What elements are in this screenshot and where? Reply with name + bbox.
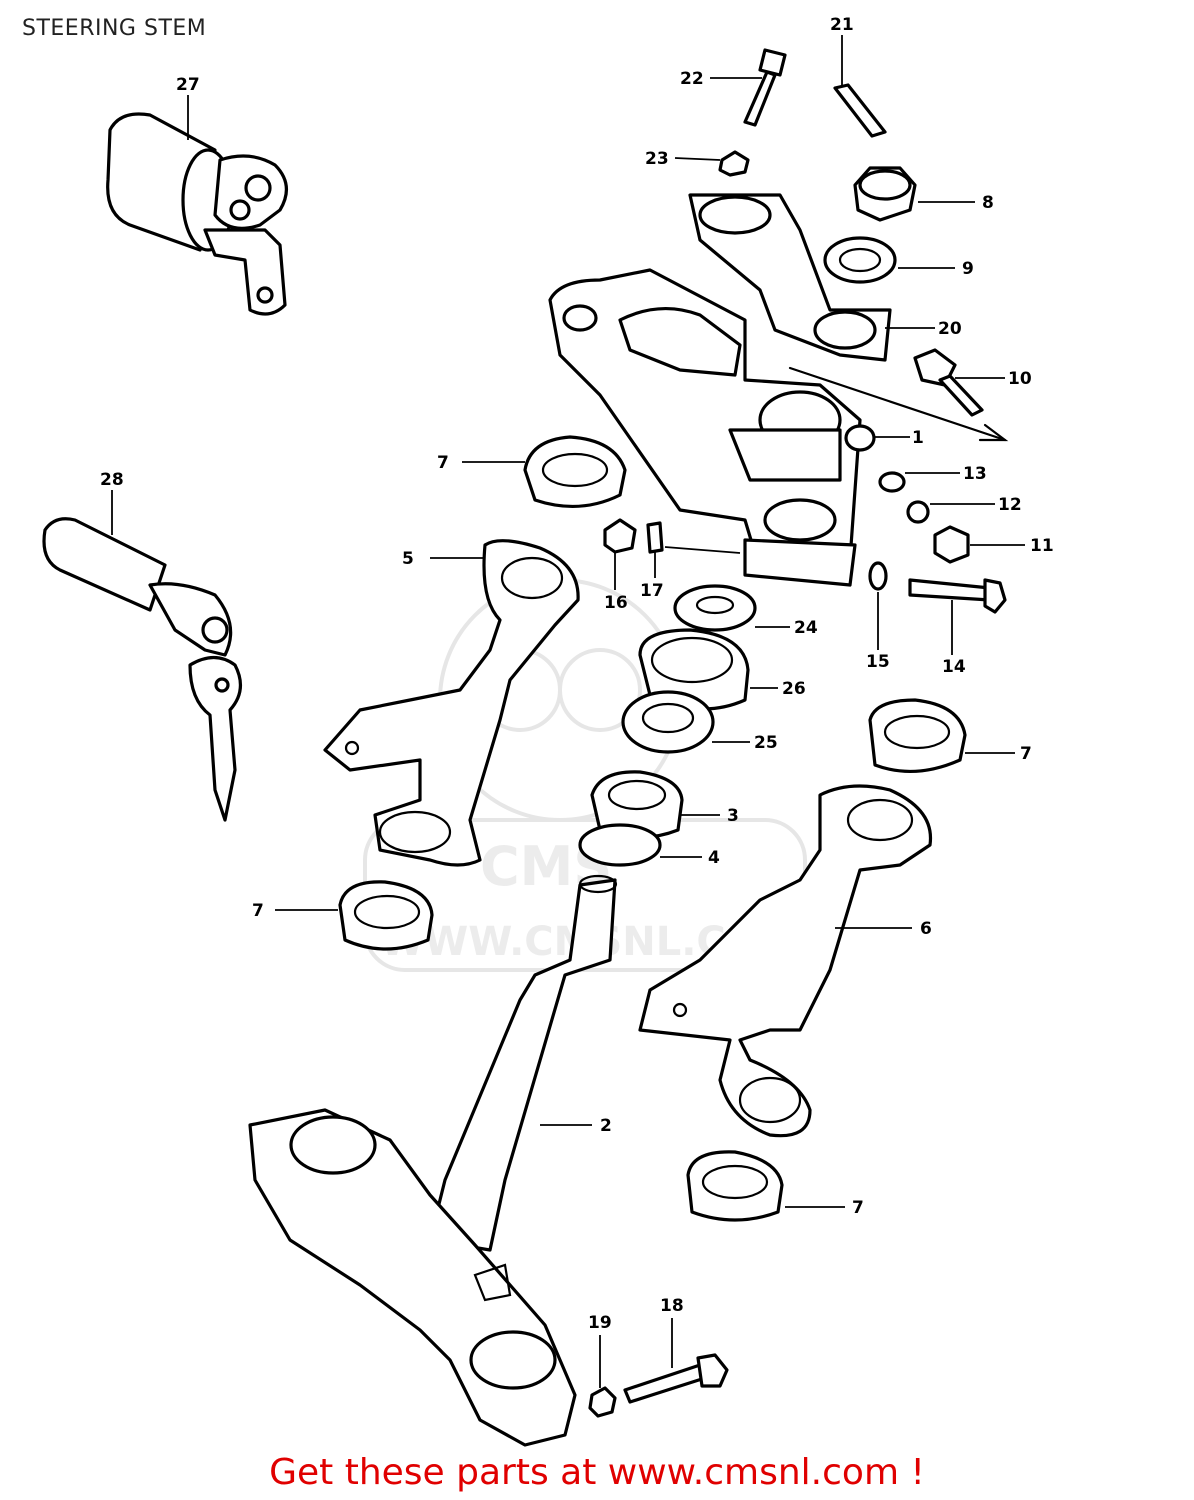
callout-11: 11 bbox=[1030, 536, 1054, 556]
cap-nut-11 bbox=[933, 525, 970, 564]
upper-bracket-1 bbox=[548, 268, 876, 587]
callout-16: 16 bbox=[604, 593, 628, 613]
callout-12: 12 bbox=[998, 495, 1022, 515]
washer-9 bbox=[823, 236, 897, 284]
bracket-5 bbox=[323, 539, 580, 867]
callout-2: 2 bbox=[600, 1116, 612, 1136]
nut-8 bbox=[853, 166, 917, 222]
grommet-7d bbox=[686, 1150, 784, 1222]
callout-7-left: 7 bbox=[252, 901, 264, 921]
callout-27: 27 bbox=[176, 75, 200, 95]
nut-24 bbox=[673, 584, 757, 632]
grommet-7c bbox=[338, 880, 434, 951]
callout-17: 17 bbox=[640, 581, 664, 601]
lock-set-28 bbox=[42, 517, 242, 822]
callout-1: 1 bbox=[912, 428, 924, 448]
cap-16 bbox=[603, 518, 637, 554]
ignition-lock-27 bbox=[106, 112, 288, 316]
nut-23 bbox=[718, 150, 750, 177]
callout-23: 23 bbox=[645, 149, 669, 169]
callout-18: 18 bbox=[660, 1296, 684, 1316]
leader-lines bbox=[111, 35, 1025, 1388]
seal-25 bbox=[621, 690, 715, 754]
callout-13: 13 bbox=[963, 464, 987, 484]
callout-21: 21 bbox=[830, 15, 854, 35]
race-4 bbox=[578, 823, 662, 867]
callout-15: 15 bbox=[866, 652, 890, 672]
plate-21 bbox=[833, 83, 887, 138]
callout-24: 24 bbox=[794, 618, 818, 638]
page-title: STEERING STEM bbox=[22, 16, 207, 41]
bolt-18 bbox=[623, 1353, 729, 1404]
footer-link-text: Get these parts at www.cmsnl.com ! bbox=[269, 1452, 925, 1493]
callout-4: 4 bbox=[708, 848, 720, 868]
callout-25: 25 bbox=[754, 733, 778, 753]
callout-28: 28 bbox=[100, 470, 124, 490]
grommet-7a bbox=[523, 435, 627, 508]
washer-15 bbox=[868, 561, 888, 591]
callout-3: 3 bbox=[727, 806, 739, 826]
washer-19 bbox=[588, 1386, 617, 1418]
callout-5: 5 bbox=[402, 549, 414, 569]
bracket-6 bbox=[638, 784, 933, 1138]
bolt-14 bbox=[908, 578, 1007, 614]
callout-10: 10 bbox=[1008, 369, 1032, 389]
callout-14: 14 bbox=[942, 657, 966, 677]
callout-20: 20 bbox=[938, 319, 962, 339]
washer-13 bbox=[878, 471, 906, 493]
grommet-7b bbox=[868, 698, 967, 773]
bolt-10 bbox=[913, 348, 984, 417]
axis-arrow bbox=[978, 423, 1009, 442]
callout-7-bottom: 7 bbox=[852, 1198, 864, 1218]
callout-26: 26 bbox=[782, 679, 806, 699]
callout-22: 22 bbox=[680, 69, 704, 89]
callout-7-right: 7 bbox=[1020, 744, 1032, 764]
callout-6: 6 bbox=[920, 919, 932, 939]
steering-stem-2 bbox=[248, 874, 618, 1447]
handlebar-holder-20 bbox=[688, 193, 892, 362]
callout-8: 8 bbox=[982, 193, 994, 213]
bolt-22 bbox=[743, 48, 787, 127]
washer-17 bbox=[646, 521, 664, 554]
axis-line bbox=[788, 366, 1007, 442]
callout-7-upper-left: 7 bbox=[437, 453, 449, 473]
washer-12 bbox=[906, 500, 930, 524]
callout-19: 19 bbox=[588, 1313, 612, 1333]
callout-9: 9 bbox=[962, 259, 974, 279]
